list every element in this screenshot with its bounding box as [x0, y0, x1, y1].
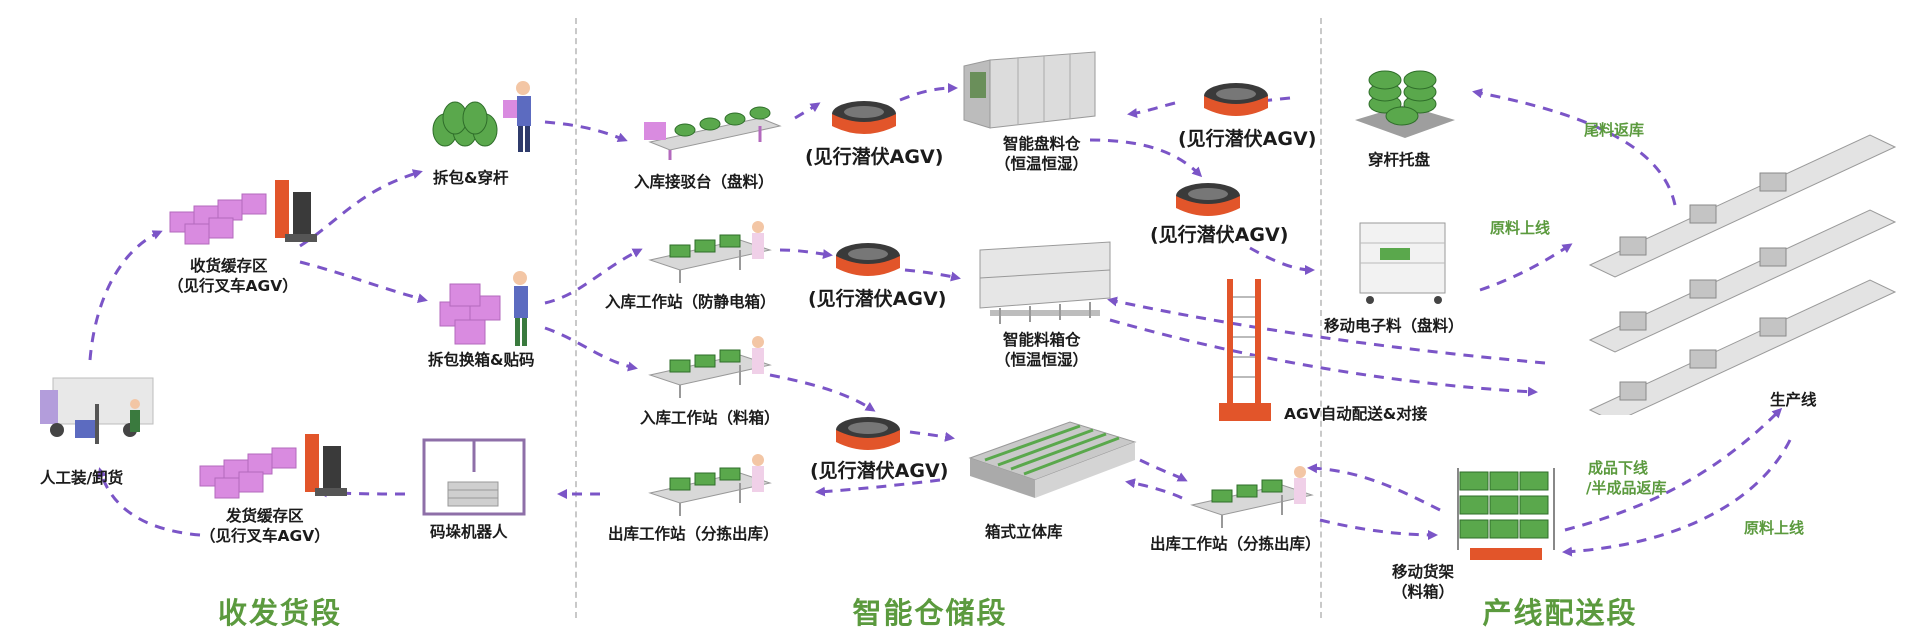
unpack-rebox-illustration: [435, 262, 545, 356]
mobile-electronic-illustration: [1350, 218, 1460, 310]
latent-agv-5-label: (见行潜伏AGV): [810, 460, 949, 482]
latent-agv-1-illustration: [828, 96, 900, 146]
box-asrs-illustration: [950, 418, 1140, 512]
flow-agv5-to-asrs: [909, 430, 955, 442]
flow-unpack-to-inbound-reel: [544, 120, 628, 143]
latent-agv-4-label: (见行潜伏AGV): [808, 288, 947, 310]
shipping-buffer-label-2: （见行叉车AGV）: [200, 527, 330, 545]
truck-unload-illustration: [35, 360, 165, 464]
section-title-production: 产线配送段: [1482, 596, 1638, 630]
threaded-tray-label: 穿杆托盘: [1368, 151, 1431, 169]
flow-reel-to-agv1: [794, 102, 821, 120]
flow-unload-to-receiving: [88, 230, 163, 361]
flow-shelf-to-outbound-right: [1307, 463, 1441, 512]
flow-bin-warehouse-to-line: [1109, 318, 1538, 397]
smart-reel-warehouse-illustration: [960, 50, 1100, 136]
outbound-station-right-label: 出库工作站（分拣出库）: [1150, 535, 1321, 553]
smart-reel-warehouse-label-2: （恒温恒湿）: [995, 155, 1089, 173]
tail-return-label: 尾料返库: [1584, 121, 1645, 139]
flow-agv1-to-reel-warehouse: [899, 83, 958, 102]
agv-dock-illustration: [1215, 275, 1275, 429]
finished-offline-label: 成品下线: [1588, 459, 1649, 477]
inbound-bin-station-label: 入库工作站（料箱）: [640, 409, 780, 427]
flow-mobile-electronic-to-line: [1479, 243, 1573, 292]
threaded-tray-illustration: [1350, 60, 1460, 149]
manual-loading-label: 人工装/卸货: [40, 469, 124, 487]
unpack-rebox-label: 拆包换箱&贴码: [428, 351, 535, 369]
inbound-esd-station-illustration: [640, 215, 780, 289]
mobile-shelf-label-2: （料箱）: [1392, 583, 1455, 601]
mobile-shelf-illustration: [1450, 462, 1562, 570]
shipping-buffer-label-1: 发货缓存区: [226, 507, 304, 525]
latent-agv-5-illustration: [832, 412, 904, 462]
smart-bin-warehouse-illustration: [970, 238, 1115, 332]
latent-agv-3-label: (见行潜伏AGV): [1150, 224, 1289, 246]
smart-bin-warehouse-label-1: 智能料箱仓: [1003, 331, 1081, 349]
flow-agv2-to-reel-warehouse: [1127, 101, 1176, 119]
smart-bin-warehouse-label-2: （恒温恒湿）: [995, 351, 1089, 369]
shipping-buffer-illustration: [195, 426, 355, 510]
flow-agv4-to-bin-warehouse: [904, 268, 961, 282]
production-line-label: 生产线: [1770, 391, 1817, 409]
outbound-station-left-label: 出库工作站（分拣出库）: [608, 525, 779, 543]
flow-esd-to-agv4: [779, 248, 833, 260]
flow-outbound-right-to-shelf: [1319, 518, 1438, 540]
latent-agv-1-label: (见行潜伏AGV): [805, 146, 944, 168]
unpack-threading-label: 拆包&穿杆: [433, 169, 509, 187]
outbound-station-left-illustration: [640, 448, 780, 522]
inbound-esd-station-label: 入库工作站（防静电箱）: [605, 293, 776, 311]
latent-agv-2-label: (见行潜伏AGV): [1178, 128, 1317, 150]
palletizing-robot-illustration: [418, 432, 538, 526]
latent-agv-4-illustration: [832, 238, 904, 288]
outbound-station-right-illustration: [1182, 460, 1322, 534]
receiving-buffer-label-1: 收货缓存区: [190, 257, 268, 275]
flow-bin-station-to-agv5: [769, 373, 876, 412]
flow-agv3-to-mobile-electronic: [1249, 246, 1315, 275]
section-title-receiving: 收发货段: [217, 596, 342, 630]
flow-receiving-to-rebox: [299, 260, 428, 304]
section-title-storage: 智能仓储段: [852, 596, 1008, 630]
flow-asrs-to-outbound-right: [1139, 458, 1188, 482]
inbound-reel-station-illustration: [640, 82, 790, 166]
latent-agv-3-illustration: [1172, 178, 1244, 228]
inbound-reel-station-label: 入库接驳台（盘料）: [634, 173, 774, 191]
production-line-illustration: [1570, 125, 1910, 423]
receiving-buffer-label-2: （见行叉车AGV）: [168, 277, 298, 295]
section-divider-left: [575, 18, 577, 618]
mobile-shelf-label-1: 移动货架: [1392, 563, 1455, 581]
receiving-buffer-illustration: [165, 172, 325, 256]
palletizing-robot-label: 码垛机器人: [430, 523, 508, 541]
unpack-threading-illustration: [425, 78, 545, 162]
latent-agv-2-illustration: [1200, 78, 1272, 128]
raw-online-bottom-label: 原料上线: [1744, 519, 1805, 537]
box-asrs-label: 箱式立体库: [985, 523, 1063, 541]
semi-return-label: /半成品返库: [1586, 479, 1667, 497]
agv-dock-label: AGV自动配送&对接: [1284, 405, 1428, 423]
flow-rebox-to-bin: [544, 326, 638, 372]
raw-online-top-label: 原料上线: [1490, 219, 1551, 237]
smart-reel-warehouse-label-1: 智能盘料仓: [1003, 135, 1081, 153]
inbound-bin-station-illustration: [640, 330, 780, 404]
mobile-electronic-label: 移动电子料（盘料）: [1324, 317, 1464, 335]
